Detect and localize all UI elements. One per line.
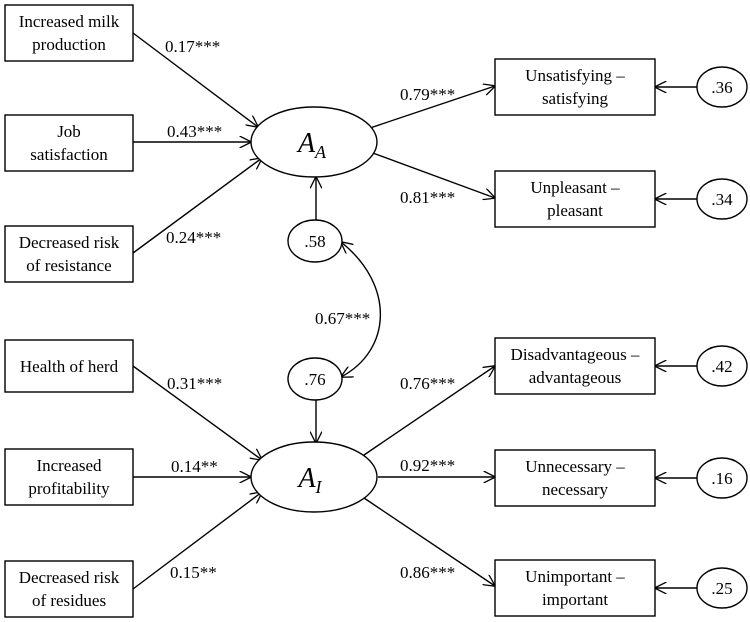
coef-ai-unnec: 0.92***: [400, 456, 455, 475]
predictor-job: Job satisfaction: [4, 114, 134, 172]
arrow-herd-to-ai: [132, 365, 262, 460]
indicator-unimp-line2: important: [542, 590, 608, 609]
predictor-residues-line1: Decreased risk: [19, 568, 120, 587]
error-unpleasant: .34: [696, 178, 748, 220]
coef-resistance-aa: 0.24***: [166, 228, 221, 247]
coef-job-aa: 0.43***: [167, 122, 222, 141]
error-unsat: .36: [696, 66, 748, 108]
disturbance-ai: .76: [287, 357, 343, 401]
predictor-resistance: Decreased risk of resistance: [4, 225, 134, 283]
indicator-unnec-line1: Unnecessary –: [525, 457, 625, 476]
error-unimp: .25: [696, 567, 748, 609]
arrow-resistance-to-aa: [132, 158, 262, 254]
indicator-disadv-line1: Disadvantageous –: [511, 345, 640, 364]
predictor-residues: Decreased risk of residues: [4, 560, 134, 618]
coef-aa-unsat: 0.79***: [400, 85, 455, 104]
predictor-herd-line1: Health of herd: [20, 357, 119, 376]
coefficient-labels: 0.17*** 0.43*** 0.24*** 0.79*** 0.81*** …: [165, 37, 455, 582]
arrow-milk-to-aa: [132, 32, 258, 127]
indicator-unsat-line2: satisfying: [542, 89, 609, 108]
arrow-ai-to-unimp: [363, 497, 495, 586]
coef-ai-disadv: 0.76***: [400, 374, 455, 393]
error-disadv: .42: [696, 345, 748, 387]
predictor-residues-line2: of residues: [32, 591, 106, 610]
indicator-unnec-line2: necessary: [542, 480, 609, 499]
coef-profit-ai: 0.14**: [171, 457, 218, 476]
error-unsat-value: .36: [711, 78, 732, 97]
predictor-job-line1: Job: [57, 122, 81, 141]
indicator-unsat-line1: Unsatisfying –: [525, 66, 625, 85]
disturbance-aa: .58: [287, 219, 343, 263]
indicator-disadv-line2: advantageous: [529, 368, 622, 387]
arrow-aa-to-unpleasant: [369, 151, 495, 198]
disturbance-aa-value: .58: [304, 232, 325, 251]
latent-ai: AI: [250, 441, 378, 513]
edges: [132, 32, 697, 590]
coef-residues-ai: 0.15**: [170, 563, 217, 582]
indicator-disadv: Disadvantageous – advantageous: [494, 337, 656, 395]
predictor-resistance-line2: of resistance: [26, 256, 111, 275]
predictor-herd: Health of herd: [4, 339, 134, 393]
coef-aa-unpleasant: 0.81***: [400, 188, 455, 207]
correlation-arc: [341, 242, 382, 377]
predictor-resistance-line1: Decreased risk: [19, 233, 120, 252]
coef-ai-unimp: 0.86***: [400, 563, 455, 582]
arrow-ai-to-disadv: [363, 366, 495, 456]
coef-correlation: 0.67***: [315, 309, 370, 328]
arrow-residues-to-ai: [132, 492, 262, 590]
latent-aa: AA: [250, 106, 378, 178]
indicator-unimp-line1: Unimportant –: [525, 567, 625, 586]
error-unnec-value: .16: [711, 469, 732, 488]
indicator-unsat: Unsatisfying – satisfying: [494, 58, 656, 116]
indicator-unpleasant-line1: Unpleasant –: [530, 178, 620, 197]
predictor-milk-line1: Increased milk: [19, 12, 120, 31]
indicator-unpleasant-line2: pleasant: [547, 201, 603, 220]
indicator-unimp: Unimportant – important: [494, 559, 656, 617]
coef-herd-ai: 0.31***: [167, 374, 222, 393]
indicator-unnec: Unnecessary – necessary: [494, 449, 656, 507]
error-disadv-value: .42: [711, 357, 732, 376]
latent-ai-label: AI: [296, 463, 322, 497]
indicator-unpleasant: Unpleasant – pleasant: [494, 170, 656, 228]
disturbance-ai-value: .76: [304, 370, 325, 389]
predictor-job-line2: satisfaction: [30, 145, 108, 164]
latent-aa-label: AA: [296, 128, 327, 162]
predictor-milk-line2: production: [32, 35, 106, 54]
coef-milk-aa: 0.17***: [165, 37, 220, 56]
arrow-aa-to-unsat: [369, 86, 495, 129]
error-unnec: .16: [696, 457, 748, 499]
predictor-milk: Increased milk production: [4, 4, 134, 62]
predictor-profit: Increased profitability: [4, 448, 134, 506]
predictor-profit-line2: profitability: [28, 479, 110, 498]
predictor-profit-line1: Increased: [36, 456, 102, 475]
error-unimp-value: .25: [711, 579, 732, 598]
error-unpleasant-value: .34: [711, 190, 733, 209]
